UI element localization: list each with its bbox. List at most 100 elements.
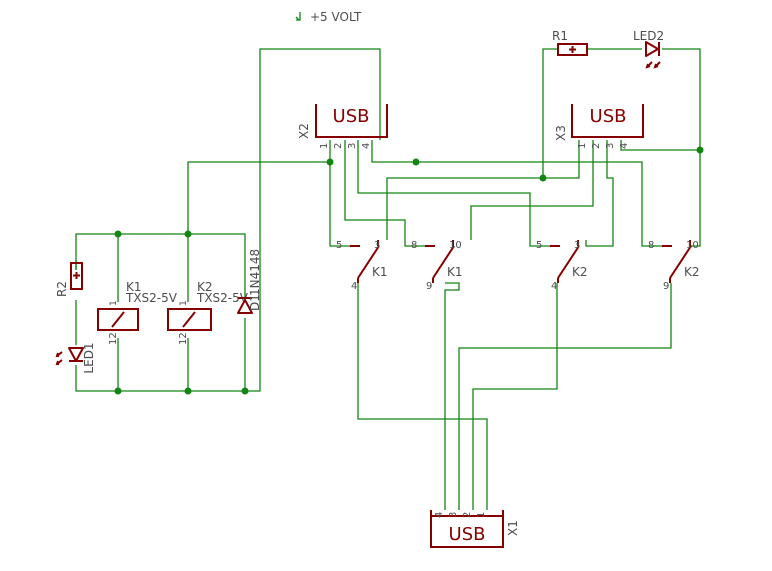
relay-switch-pin-c: 9 (426, 281, 432, 292)
usb-x1-label: USB (449, 524, 486, 545)
wire-coil-tops (117, 234, 189, 302)
wire-x2-p3-k2-5 (357, 140, 550, 247)
relay-switch-pin-b: 3 (574, 240, 580, 251)
led-led2: LED2 (633, 29, 664, 69)
diode-d1-ref: D1 (248, 294, 262, 311)
relay-switch-pin-b: 10 (449, 240, 462, 251)
wire-x2-pin1-feed (187, 140, 331, 234)
relay-switch-contact (425, 240, 455, 283)
relay-coil-k1-slash (111, 311, 125, 328)
usb-x2-pin-2: 2 (333, 143, 344, 149)
relay-coil-k1: K1 TXS2-5V 1 12 (97, 280, 178, 345)
relay-switch-pin-a: 5 (336, 240, 342, 251)
usb-x3-outline (571, 104, 644, 138)
usb-connector-x1: USB X1 4 3 2 1 (430, 510, 520, 548)
relay-switch-ref: K1 (372, 265, 388, 279)
relay-coil-k2-body (167, 308, 212, 331)
relay-coil-k1-value: TXS2-5V (125, 291, 178, 305)
relay-switch-contact (350, 240, 380, 283)
resistor-r2-body (70, 262, 83, 290)
wire-x2-p4-k2-8 (371, 140, 662, 247)
relay-coil-k1-pin-1: 1 (109, 300, 119, 306)
usb-x3-pin-2: 2 (591, 143, 602, 149)
usb-x1-ref: X1 (506, 520, 520, 536)
relay-coil-k1-ref: K1 (126, 280, 142, 294)
usb-x1-pin-4: 4 (434, 512, 445, 518)
junction-dot (241, 387, 249, 395)
junction-dot (114, 387, 122, 395)
junction-dot (184, 230, 192, 238)
resistor-r1: R1 (552, 29, 588, 56)
relay-switch-pin-a: 8 (411, 240, 417, 251)
usb-x3-ref: X3 (554, 125, 568, 141)
relay-coil-k2-slash (182, 311, 196, 328)
wire-x3-p1-k1-3 (386, 140, 580, 240)
relay-switch-pin-c: 9 (663, 281, 669, 292)
usb-x2-label: USB (333, 106, 370, 127)
usb-connector-x2: USB X2 1 2 3 4 (297, 104, 388, 149)
relay-switch-ref: K2 (572, 265, 588, 279)
wire-x2-p1-k1-5 (329, 162, 350, 247)
usb-x1-pin-3: 3 (448, 512, 459, 518)
relay-coil-k1-pin-12: 12 (108, 332, 119, 345)
wire-x2-p2-k1-8 (344, 140, 425, 247)
relay-coil-k2-pin-1: 1 (179, 300, 189, 306)
usb-x1-pin-1: 1 (476, 512, 487, 518)
junction-dot (696, 146, 704, 154)
diode-d1-body (237, 297, 253, 314)
wire-k2-4-x1-2 (472, 283, 558, 510)
relay-coil-k2-value: TXS2-5V (196, 291, 249, 305)
wire-r1-led2 (542, 48, 701, 178)
led-led1-rays (55, 351, 63, 365)
resistor-r2-plus (73, 272, 80, 279)
junction-dot (184, 387, 192, 395)
junction-dot (114, 230, 122, 238)
relay-switch-pin-c: 4 (551, 281, 557, 292)
wire-coil-top-rail (75, 233, 246, 298)
relay-switch-contact (550, 240, 580, 283)
relay-coil-k1-body (97, 308, 139, 331)
relay-switch-pin-a: 5 (536, 240, 542, 251)
diode-d1: D1 1N4148 (237, 249, 262, 314)
usb-x2-pin-4: 4 (361, 143, 372, 149)
usb-x3-pin-3: 3 (605, 143, 616, 149)
relay-switch-pin-b: 10 (686, 240, 699, 251)
wire-coil-bottoms (117, 338, 189, 391)
relay-switch-contact (662, 240, 692, 283)
usb-connector-x3: USB X3 1 2 3 4 (554, 104, 644, 149)
led-led1-body (68, 347, 84, 362)
resistor-r1-ref: R1 (552, 29, 568, 43)
usb-x2-pin-3: 3 (347, 143, 358, 149)
diode-d1-value: 1N4148 (248, 249, 262, 296)
led-led2-body (645, 41, 660, 57)
usb-x3-pin-4: 4 (619, 143, 630, 149)
led-led1-ref: LED1 (82, 342, 96, 373)
relay-switch-ref: K1 (447, 265, 463, 279)
junction-dot (539, 174, 547, 182)
relay-coil-k2-pin-12: 12 (178, 332, 189, 345)
usb-x2-ref: X2 (297, 123, 311, 139)
wire-k1-9-x1-4 (444, 282, 460, 510)
wire-x3-p2-k1-10 (470, 140, 594, 240)
wire-x2-pin4-loop (245, 48, 381, 392)
supply-symbol (295, 12, 301, 21)
wire-x3-p3-k2-3 (585, 140, 614, 247)
wires (75, 12, 701, 510)
usb-x3-pin-1: 1 (577, 143, 588, 149)
relay-switch-ref: K2 (684, 265, 700, 279)
relay-coil-k2-ref: K2 (197, 280, 213, 294)
led-led1: LED1 (55, 342, 96, 374)
led-led2-rays (645, 61, 661, 69)
junctions (114, 146, 704, 395)
resistor-r1-body (557, 43, 588, 56)
relay-switch-pin-c: 4 (351, 281, 357, 292)
usb-x2-pin-1: 1 (319, 143, 330, 149)
usb-x2-outline (315, 104, 388, 138)
usb-x1-pin-2: 2 (462, 512, 473, 518)
wire-x3-p4-k2-10 (620, 140, 701, 247)
resistor-r1-plus (569, 46, 576, 53)
resistor-r2-ref: R2 (55, 281, 69, 297)
junction-dot (412, 158, 420, 166)
relay-coil-k2: K2 TXS2-5V 1 12 (167, 280, 249, 345)
